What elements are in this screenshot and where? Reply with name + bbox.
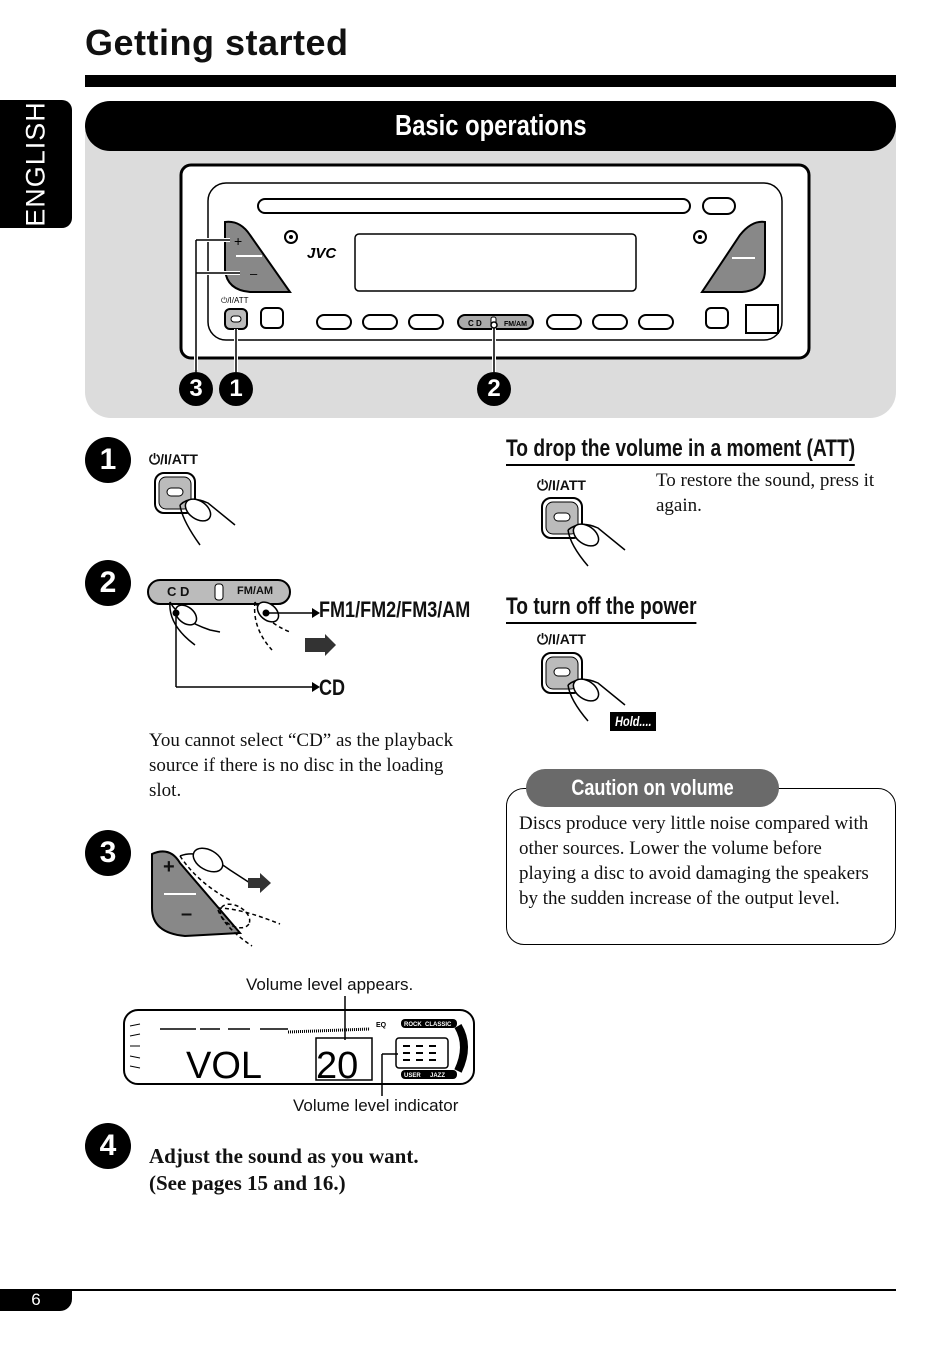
volume-minus-label: – (181, 903, 193, 925)
title-rule (85, 75, 896, 87)
att-heading-text: To drop the volume in a moment (ATT) (506, 435, 856, 466)
volume-plus-label: + (163, 856, 175, 878)
callout-3: 3 (179, 372, 213, 406)
page-number: 6 (0, 1289, 72, 1311)
callout-1: 1 (219, 372, 253, 406)
volume-appears-caption: Volume level appears. (246, 975, 414, 994)
step-2-fmam-button-label: FM/AM (237, 585, 274, 597)
caution-title-pill: Caution on volume setting: (526, 769, 779, 838)
att-button-label: ⏻/I/ATT (537, 477, 586, 493)
section-title: Basic operations (394, 110, 587, 142)
page-title: Getting started (85, 22, 349, 63)
svg-text:+: + (234, 233, 242, 249)
power-label: ⏻/I/ATT (221, 296, 249, 305)
step-3-number: 3 (85, 830, 131, 876)
hold-label: Hold.... (615, 713, 652, 729)
callout-2: 2 (477, 372, 511, 406)
power-off-heading-text: To turn off the power (506, 593, 697, 624)
hold-badge: Hold.... (610, 712, 656, 731)
brand-logo: JVC (307, 245, 337, 262)
fm-bands-label: FM1/FM2/FM3/AM (319, 597, 471, 622)
step-4-line-1: Adjust the sound as you want. (149, 1144, 419, 1168)
att-heading: To drop the volume in a moment (ATT) (506, 435, 942, 466)
step-3-volume-illustration (151, 847, 281, 947)
step-1-button-illustration (154, 472, 236, 546)
step-2-number: 2 (85, 560, 131, 606)
display-eq: EQ (376, 1022, 387, 1029)
power-off-button-illustration (541, 652, 626, 722)
display-mode-rock: ROCK (404, 1022, 422, 1028)
unit-illustration: + – ⏻/I/ATT C D FM/AM JVC (179, 163, 811, 372)
display-mode-user: USER (404, 1073, 421, 1079)
svg-text:C D: C D (468, 319, 482, 328)
step-2-note: You cannot select “CD” as the playback s… (149, 730, 454, 801)
step-4-number: 4 (85, 1123, 131, 1169)
display-mode-jazz: JAZZ (430, 1073, 445, 1079)
power-off-heading: To turn off the power (506, 593, 744, 624)
step-1-number: 1 (85, 437, 131, 483)
att-text: To restore the sound, press it again. (656, 470, 875, 516)
display-vol: VOL (186, 1045, 262, 1087)
caution-text: Discs produce very little noise compared… (519, 813, 869, 909)
caution-title: Caution on volume setting: (571, 775, 734, 838)
step-2-illustration (147, 579, 336, 692)
att-button-illustration (541, 497, 626, 567)
lcd-display-illustration: EQ VOL 20 ROCK CLASSIC USER JAZZ (123, 996, 475, 1096)
volume-indicator-caption: Volume level indicator (293, 1096, 459, 1115)
step-4-line-2: (See pages 15 and 16.) (149, 1171, 346, 1195)
step-2-cd-button-label: C D (167, 584, 190, 599)
svg-text:–: – (250, 266, 258, 281)
footer-rule (0, 1289, 896, 1291)
section-banner: Basic operations (85, 101, 896, 151)
svg-text:FM/AM: FM/AM (504, 321, 527, 328)
step-4-text: Adjust the sound as you want. (See pages… (149, 1143, 419, 1197)
power-off-button-label: ⏻/I/ATT (537, 631, 586, 647)
step-1-button-label: ⏻/I/ATT (149, 451, 198, 467)
cd-label: CD (319, 675, 346, 700)
display-mode-classic: CLASSIC (425, 1022, 452, 1028)
language-tab: ENGLISH (0, 100, 72, 228)
